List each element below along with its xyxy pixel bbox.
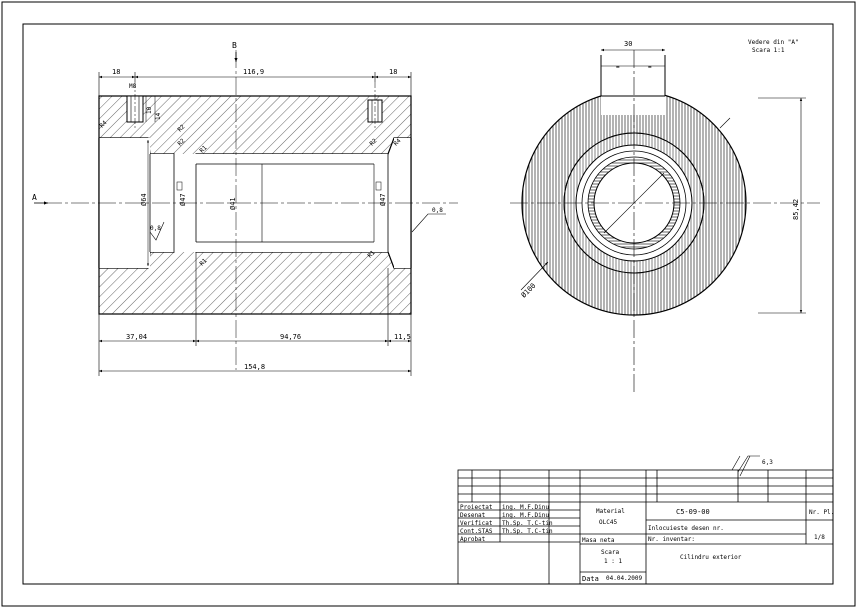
roughness-symbol	[731, 455, 760, 477]
dim-surface-1: 0,8	[150, 225, 161, 232]
dim-chamfer-f: R4	[392, 137, 402, 147]
tb-sheet-no-label: Nr. Pl.	[809, 509, 834, 516]
dim-right-dia: Ø100	[520, 282, 538, 300]
tb-mass: Masa neta	[582, 537, 615, 544]
tb-part-name: Cilindru exterior	[680, 554, 742, 561]
tb-date: 04.04.2009	[606, 575, 643, 582]
dim-surface-2: 0,8	[432, 207, 443, 214]
tb-scale-label: Scara	[601, 549, 619, 556]
tb-projectat-by: ing. M.F.Dinu	[502, 504, 549, 511]
dim-dia-groove-left: Ø47	[179, 193, 187, 206]
dim-chamfer-b: R2	[176, 123, 186, 133]
tb-scale: 1 : 1	[604, 558, 622, 565]
dim-top-mid: 116,9	[243, 68, 264, 76]
section-hatch	[99, 96, 411, 314]
marker-b: B	[232, 41, 237, 50]
dim-thread: M8	[129, 83, 137, 90]
dim-dia-outer: Ø64	[140, 193, 148, 206]
dim-right-height: 85,42	[792, 199, 800, 220]
dim-chamfer-e: R2	[368, 137, 378, 147]
dim-right-eq1: =	[616, 64, 620, 71]
dim-chamfer-c: R2	[176, 137, 186, 147]
tb-inventory: Nr. inventar:	[648, 536, 695, 543]
dim-bottom-1: 37,04	[126, 333, 147, 341]
tb-material: OLC45	[599, 519, 617, 526]
marker-a: A	[32, 193, 37, 202]
view-label-line1: Vedere din "A"	[748, 39, 799, 46]
tb-projectat: Proiectat	[460, 504, 493, 511]
title-block	[457, 469, 834, 585]
dimensions-top	[98, 72, 412, 96]
tb-contstas-by: Th.Sp. T.C-tin	[502, 528, 553, 535]
dim-thread-depth: 14	[155, 112, 162, 120]
dim-dia-groove-right: Ø47	[379, 193, 387, 206]
tb-verificat: Verificat	[460, 520, 493, 527]
tb-contstas: Cont.STAS	[460, 528, 493, 535]
dim-bottom-3: 11,5	[394, 333, 411, 341]
dim-chamfer-g: R1	[198, 257, 208, 267]
tb-material-label: Material	[596, 508, 625, 515]
dim-chamfer-a: R4	[98, 119, 108, 129]
tb-replaces: Inlocuieste desen nr.	[648, 525, 724, 532]
dimensions-bottom	[98, 252, 412, 376]
dim-right-width: 30	[624, 40, 632, 48]
section-view	[44, 50, 458, 370]
dim-chamfer-d: R1	[198, 144, 208, 154]
dim-thread-len: 10	[146, 106, 153, 114]
view-label-line2: Scara 1:1	[752, 47, 785, 54]
tb-desenat-by: ing. M.F.Dinu	[502, 512, 549, 519]
tb-sheet-no: 1/8	[814, 534, 825, 541]
tb-verificat-by: Th.Sp. T.C-tin	[502, 520, 553, 527]
end-view	[510, 50, 820, 392]
tb-date-label: Data	[582, 575, 599, 583]
dim-chamfer-h: R1	[366, 249, 376, 259]
tb-aprobat: Aprobat	[460, 536, 486, 543]
dim-bottom-2: 94,76	[280, 333, 301, 341]
roughness-value: 6,3	[762, 459, 773, 466]
tb-desenat: Desenat	[460, 512, 486, 519]
dim-right-eq2: =	[648, 64, 652, 71]
inner-frame	[22, 23, 834, 585]
dim-top-right: 18	[389, 68, 397, 76]
tb-drawing-no: C5-09-00	[676, 508, 710, 516]
dim-dia-bore: Ø41	[229, 197, 237, 210]
dim-top-left: 18	[112, 68, 120, 76]
dim-overall: 154,8	[244, 363, 265, 371]
